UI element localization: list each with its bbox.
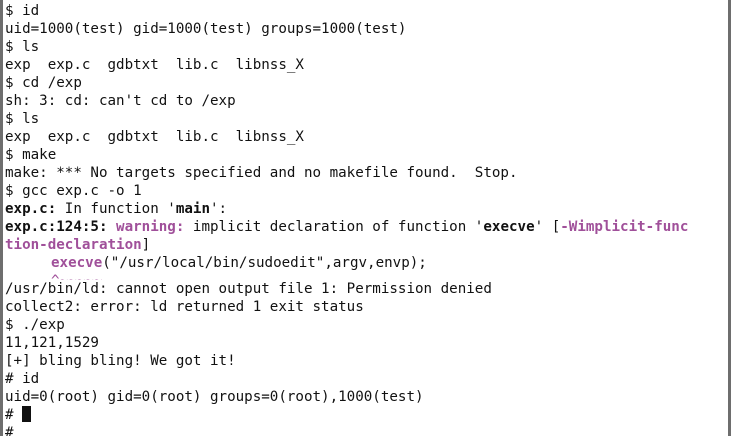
compiler-warning-line: exp.c:124:5: warning: implicit declarati… xyxy=(5,218,731,236)
terminal-line: $ ls xyxy=(5,39,40,55)
message-text: In function ' xyxy=(56,201,176,217)
function-name: execve xyxy=(483,219,535,235)
terminal-line: uid=1000(test) gid=1000(test) groups=100… xyxy=(5,21,407,37)
window-right-border xyxy=(728,0,731,436)
prompt-line: # xyxy=(5,425,23,436)
terminal-line: exp exp.c gdbtxt lib.c libnss_X xyxy=(5,57,304,73)
window-left-border xyxy=(0,0,3,436)
warning-label: warning: xyxy=(116,219,185,235)
message-text: ' [ xyxy=(534,219,561,235)
terminal-line: $ gcc exp.c -o 1 xyxy=(5,183,142,199)
message-text: implicit declaration of function ' xyxy=(184,219,484,235)
terminal-line: [+] bling bling! We got it! xyxy=(5,353,236,369)
spacer xyxy=(108,219,117,235)
message-text: ': xyxy=(210,201,228,217)
prompt: # xyxy=(5,407,23,423)
prompt-line[interactable]: # xyxy=(5,406,731,424)
terminal-line: /usr/bin/ld: cannot open output file 1: … xyxy=(5,281,492,297)
message-text: ] xyxy=(141,237,151,253)
compiler-message-line: exp.c: In function 'main': xyxy=(5,200,731,218)
text-cursor xyxy=(22,406,32,422)
terminal-line: $ ls xyxy=(5,111,40,127)
file-location: exp.c:124:5: xyxy=(5,219,108,235)
warning-flag: tion-declaration xyxy=(5,237,142,253)
file-name: exp.c: xyxy=(5,201,57,217)
terminal-line: $ make xyxy=(5,147,57,163)
terminal-line: # id xyxy=(5,371,40,387)
terminal-line: $ cd /exp xyxy=(5,75,82,91)
warning-flag: -Wimplicit-func xyxy=(560,219,689,235)
terminal-line: collect2: error: ld returned 1 exit stat… xyxy=(5,299,364,315)
source-code: ("/usr/local/bin/sudoedit",argv,envp); xyxy=(102,255,427,271)
terminal-line: $ ./exp xyxy=(5,317,65,333)
terminal-line: exp exp.c gdbtxt lib.c libnss_X xyxy=(5,129,304,145)
source-code-line: execve("/usr/local/bin/sudoedit",argv,en… xyxy=(5,254,731,272)
terminal-line: sh: 3: cd: can't cd to /exp xyxy=(5,93,236,109)
terminal-line: uid=0(root) gid=0(root) groups=0(root),1… xyxy=(5,389,424,405)
function-name: main xyxy=(175,201,211,217)
terminal-line: $ id xyxy=(5,3,40,19)
terminal-line: 11,121,1529 xyxy=(5,335,99,351)
highlighted-function: execve xyxy=(51,255,103,271)
caret-marker-line: ^~~~~~ xyxy=(5,272,731,280)
terminal-line: make: *** No targets specified and no ma… xyxy=(5,165,518,181)
compiler-warning-line-continued: tion-declaration] xyxy=(5,236,731,254)
